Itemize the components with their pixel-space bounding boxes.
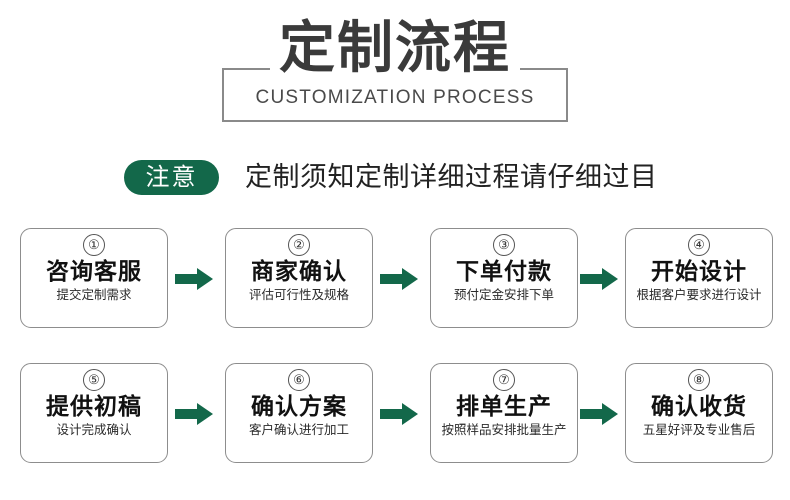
process-flow: ① 咨询客服 提交定制需求 ② 商家确认 评估可行性及规格 ③ 下单付款 预付定… bbox=[0, 228, 790, 498]
arrow-right-icon bbox=[175, 403, 213, 425]
step-description: 提交定制需求 bbox=[56, 287, 132, 302]
step-title: 商家确认 bbox=[251, 259, 347, 285]
page-header: 定制流程 CUSTOMIZATION PROCESS bbox=[0, 0, 790, 140]
arrow-right-icon bbox=[580, 403, 618, 425]
flow-row-2: ⑤ 提供初稿 设计完成确认 ⑥ 确认方案 客户确认进行加工 ⑦ 排单生产 按照样… bbox=[0, 363, 790, 481]
step-number: ④ bbox=[688, 234, 710, 256]
step-description: 五星好评及专业售后 bbox=[642, 422, 756, 437]
arrow-right-icon bbox=[380, 268, 418, 290]
step-number: ③ bbox=[493, 234, 515, 256]
step-description: 根据客户要求进行设计 bbox=[636, 287, 762, 302]
step-description: 预付定金安排下单 bbox=[453, 287, 554, 302]
header-frame-title-gap bbox=[270, 60, 520, 78]
step-title: 下单付款 bbox=[456, 259, 552, 285]
step-number: ① bbox=[83, 234, 105, 256]
arrow-right-icon bbox=[380, 403, 418, 425]
flow-step-7: ⑦ 排单生产 按照样品安排批量生产 bbox=[430, 363, 578, 463]
arrow-right-icon bbox=[175, 268, 213, 290]
flow-step-5: ⑤ 提供初稿 设计完成确认 bbox=[20, 363, 168, 463]
flow-step-1: ① 咨询客服 提交定制需求 bbox=[20, 228, 168, 328]
step-title: 排单生产 bbox=[456, 394, 552, 420]
step-description: 评估可行性及规格 bbox=[248, 287, 349, 302]
step-description: 按照样品安排批量生产 bbox=[441, 422, 567, 437]
step-title: 开始设计 bbox=[651, 259, 747, 285]
step-title: 提供初稿 bbox=[46, 394, 142, 420]
notice-text: 定制须知定制详细过程请仔细过目 bbox=[245, 161, 658, 193]
page-title: 定制流程 bbox=[279, 16, 511, 81]
flow-step-2: ② 商家确认 评估可行性及规格 bbox=[225, 228, 373, 328]
step-title: 确认方案 bbox=[251, 394, 347, 420]
arrow-right-icon bbox=[580, 268, 618, 290]
step-description: 客户确认进行加工 bbox=[248, 422, 349, 437]
notice-badge: 注意 bbox=[124, 159, 219, 195]
notice-row: 注意 定制须知定制详细过程请仔细过目 bbox=[124, 158, 658, 196]
flow-step-8: ⑧ 确认收货 五星好评及专业售后 bbox=[625, 363, 773, 463]
step-number: ② bbox=[288, 234, 310, 256]
step-number: ⑤ bbox=[83, 369, 105, 391]
step-number: ⑦ bbox=[493, 369, 515, 391]
flow-step-6: ⑥ 确认方案 客户确认进行加工 bbox=[225, 363, 373, 463]
step-title: 确认收货 bbox=[651, 394, 747, 420]
page-subtitle: CUSTOMIZATION PROCESS bbox=[255, 87, 535, 108]
step-description: 设计完成确认 bbox=[56, 422, 132, 437]
step-title: 咨询客服 bbox=[46, 259, 142, 285]
flow-step-3: ③ 下单付款 预付定金安排下单 bbox=[430, 228, 578, 328]
step-number: ⑧ bbox=[688, 369, 710, 391]
flow-step-4: ④ 开始设计 根据客户要求进行设计 bbox=[625, 228, 773, 328]
flow-row-1: ① 咨询客服 提交定制需求 ② 商家确认 评估可行性及规格 ③ 下单付款 预付定… bbox=[0, 228, 790, 346]
step-number: ⑥ bbox=[288, 369, 310, 391]
